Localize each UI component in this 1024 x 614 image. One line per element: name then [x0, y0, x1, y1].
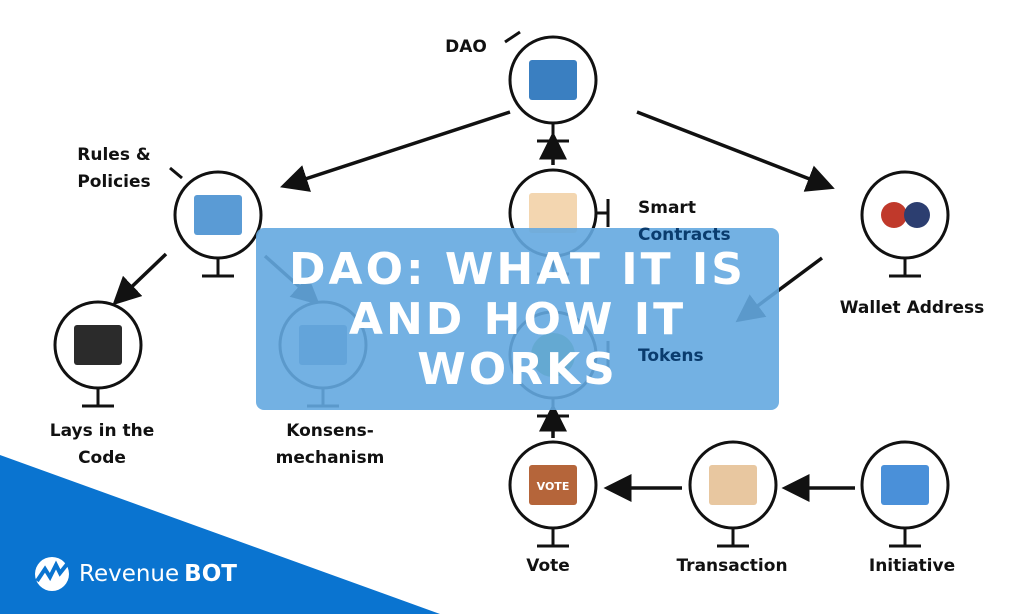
checklist-icon [881, 465, 929, 505]
node-lays [53, 300, 143, 408]
node-label: Vote [526, 556, 570, 576]
label-tick [169, 166, 183, 180]
node-label: Rules & [77, 145, 151, 165]
node-dao [504, 30, 598, 143]
page-title-line: DAO: WHAT IT IS [289, 244, 746, 295]
node-label: Lays in the [50, 421, 155, 441]
arrow-dao-to-wallet [636, 110, 835, 192]
card-payment-icon [709, 465, 757, 505]
node-initiative [860, 440, 950, 548]
node-label: Code [78, 448, 126, 468]
node-label: Smart [638, 198, 696, 218]
node-label: Contracts [638, 225, 731, 245]
revenuebot-logo-icon [35, 557, 70, 591]
arrow-rules-to-lays [112, 252, 168, 306]
node-wallet [860, 170, 950, 278]
title-overlay [256, 228, 779, 410]
node-label: Konsens- [286, 421, 374, 441]
node-label: Tokens [638, 346, 704, 366]
brand-name-light: Revenue [79, 561, 180, 587]
vote-icon-text: VOTE [537, 480, 570, 493]
brand-name-bold: BOT [184, 561, 237, 587]
code-screen-icon [74, 325, 122, 365]
node-label: Initiative [869, 556, 955, 576]
people-icon [881, 202, 930, 228]
certificate-icon [529, 193, 577, 233]
page-title-line: WORKS [417, 344, 618, 395]
laptop-icon [529, 60, 577, 100]
document-shield-icon [194, 195, 242, 235]
node-label: Wallet Address [840, 298, 985, 318]
node-label: DAO [445, 37, 487, 57]
node-label: Transaction [676, 556, 787, 576]
node-label: Policies [77, 172, 150, 192]
label-tick [504, 30, 521, 44]
node-rules [169, 166, 263, 278]
node-transaction [688, 440, 778, 548]
node-label: mechanism [276, 448, 385, 468]
arrow-dao-to-rules [280, 110, 511, 192]
page-title-line: AND HOW IT [349, 294, 686, 345]
node-vote: VOTE [508, 440, 598, 548]
ballot-box-icon: VOTE [529, 465, 577, 505]
brand-triangle [0, 455, 440, 614]
